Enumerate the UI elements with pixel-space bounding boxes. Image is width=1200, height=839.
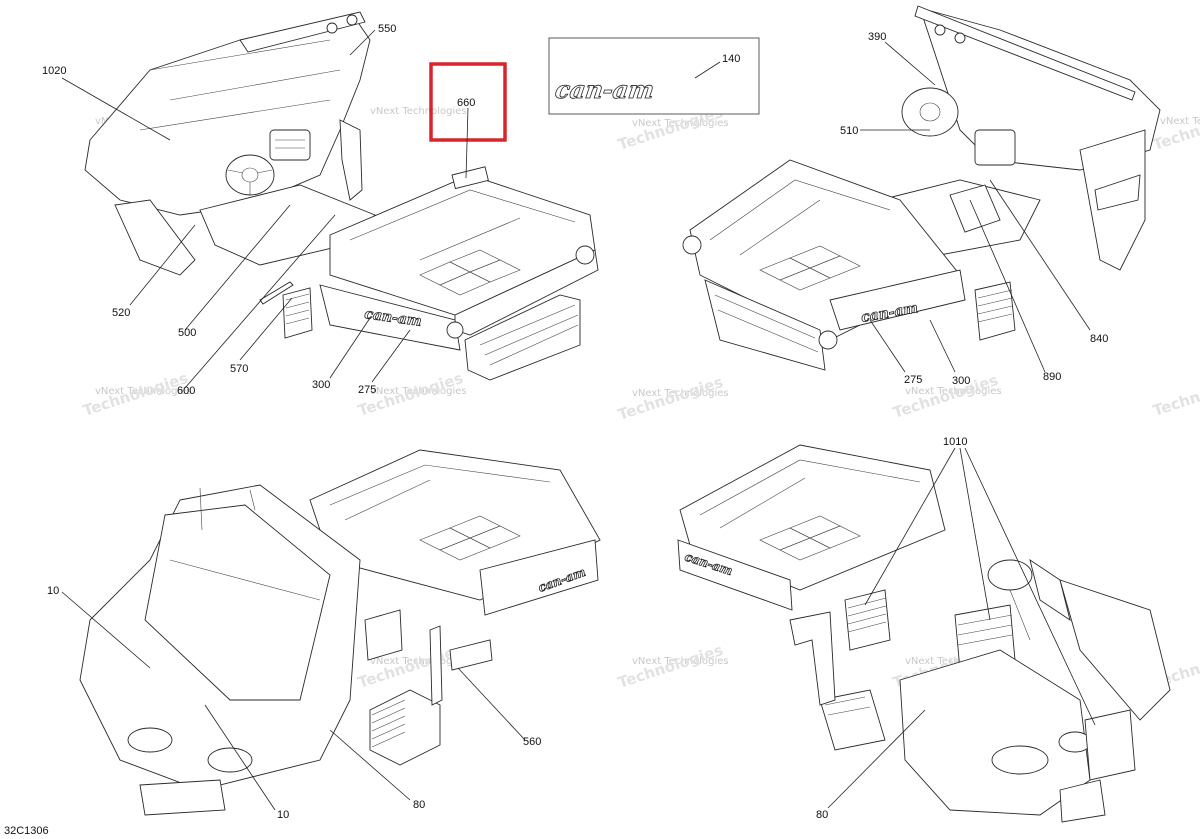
tailgate <box>829 269 966 331</box>
can-am-logo: can-am <box>553 75 656 104</box>
callout-10-top: 10 <box>47 585 59 597</box>
callout-890: 890 <box>1043 371 1061 383</box>
watermark-text: vNext Technologies <box>1160 116 1200 127</box>
watermark-text: vNext Technologies <box>632 656 729 667</box>
callout-80-left: 80 <box>413 799 425 811</box>
view-top-left: can-am 1020 550 660 520 500 570 600 300 … <box>42 11 599 397</box>
callout-510: 510 <box>840 125 858 137</box>
callout-390: 390 <box>868 31 886 43</box>
dashboard-panel <box>84 17 371 216</box>
watermark-text: vNext Technologies <box>370 106 467 117</box>
highlight-box-660 <box>429 62 507 142</box>
watermark-text: vNext Technologies <box>632 388 729 399</box>
watermark-text: vNext Technologies <box>370 656 467 667</box>
callout-10-bottom: 10 <box>277 809 289 821</box>
battery-block <box>369 689 441 766</box>
callout-660: 660 <box>457 97 475 109</box>
view-bottom-left: can-am 10 10 80 560 <box>47 449 601 821</box>
right-fender <box>1059 579 1171 721</box>
tailgate <box>677 539 793 611</box>
callout-275-right: 275 <box>904 374 922 386</box>
callout-520: 520 <box>112 307 130 319</box>
callout-550: 550 <box>378 23 396 35</box>
left-fender <box>114 199 196 276</box>
view-top-right: can-am 390 510 275 300 890 840 <box>682 5 1161 387</box>
watermark-text: vNext Technologies <box>905 656 1002 667</box>
callout-840: 840 <box>1090 333 1108 345</box>
callout-300: 300 <box>312 379 330 391</box>
steering-wheel <box>987 559 1033 591</box>
callout-300-right: 300 <box>952 375 970 387</box>
callout-570: 570 <box>230 363 248 375</box>
callout-140: 140 <box>722 53 740 65</box>
windshield <box>144 504 331 701</box>
watermark-text: vNext Technologies <box>370 386 467 397</box>
callout-1010: 1010 <box>943 436 967 448</box>
watermark-text: Technologies <box>1151 369 1200 420</box>
tailgate <box>319 284 461 351</box>
document-code: 32C1306 <box>4 825 49 837</box>
watermark-text: vNext Technologies <box>632 118 729 129</box>
callout-500: 500 <box>178 327 196 339</box>
callout-600: 600 <box>177 385 195 397</box>
decal-660 <box>451 166 489 190</box>
callout-1020: 1020 <box>42 65 66 77</box>
tailgate <box>479 539 599 616</box>
dashboard-panel <box>919 7 1161 171</box>
callout-560: 560 <box>523 736 541 748</box>
watermark-text: vNext Technologies <box>905 386 1002 397</box>
view-bottom-right: can-am 1010 80 <box>677 436 1171 823</box>
logo-inset: can-am 140 <box>548 37 760 115</box>
callout-275-left: 275 <box>358 384 376 396</box>
windshield-bar <box>239 11 366 53</box>
callout-80-right: 80 <box>816 809 828 821</box>
steering-wheel <box>901 87 959 137</box>
inset-frame <box>548 37 760 115</box>
battery-box <box>819 689 886 751</box>
watermark-text: vNext Technologies <box>95 386 192 397</box>
